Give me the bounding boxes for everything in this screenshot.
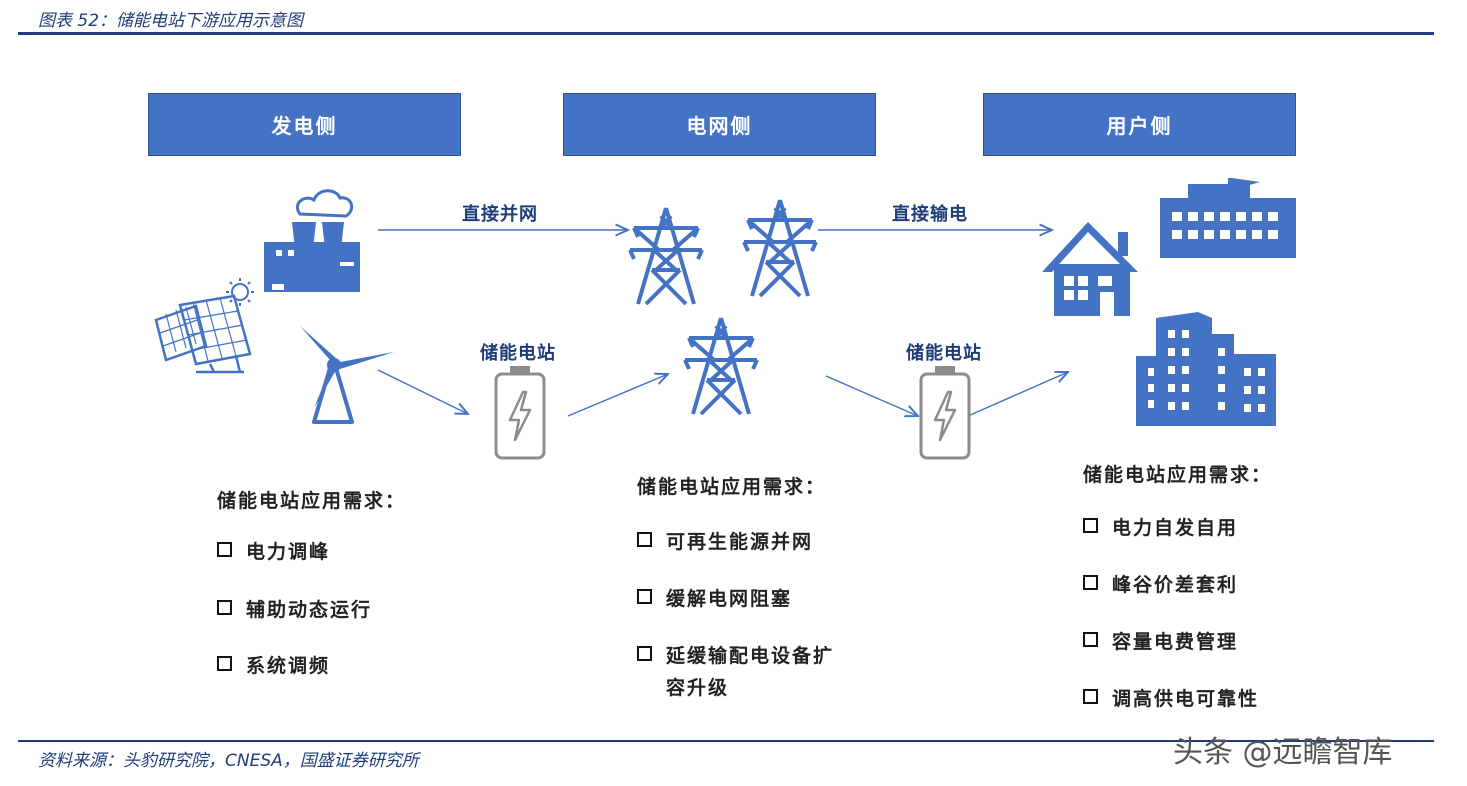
label-storage-station-left: 储能电站	[480, 343, 556, 364]
checkbox-icon	[637, 589, 652, 604]
needs-title-generation: 储能电站应用需求：	[217, 490, 407, 512]
checkbox-icon	[217, 600, 232, 615]
need-item: 延缓输配电设备扩容升级	[637, 640, 867, 704]
arrow-storage-to-grid	[567, 374, 668, 417]
arrow-storage-to-user	[967, 372, 1068, 417]
solar-panel-icon	[154, 294, 252, 374]
checkbox-icon	[1083, 689, 1098, 704]
battery-icon-left	[494, 364, 546, 460]
header-generation-side: 发电侧	[148, 93, 461, 156]
transmission-tower-icon-1	[628, 206, 704, 306]
need-item: 电力调峰	[217, 536, 330, 568]
need-item: 电力自发自用	[1083, 512, 1238, 544]
need-item: 峰谷价差套利	[1083, 569, 1238, 601]
label-storage-station-right: 储能电站	[906, 343, 982, 364]
checkbox-icon	[1083, 575, 1098, 590]
wind-turbine-icon	[300, 326, 394, 424]
checkbox-icon	[637, 532, 652, 547]
need-item: 可再生能源并网	[637, 526, 813, 558]
label-direct-grid: 直接并网	[462, 204, 538, 225]
header-grid-side: 电网侧	[563, 93, 876, 156]
figure-title: 图表 52：储能电站下游应用示意图	[38, 11, 304, 31]
arrow-wind-to-storage	[377, 369, 468, 414]
checkbox-icon	[637, 646, 652, 661]
need-item: 系统调频	[217, 650, 330, 682]
top-rule	[18, 32, 1434, 35]
transmission-tower-icon-3	[683, 316, 759, 416]
sun-icon	[226, 278, 254, 306]
arrow-grid-to-storage	[825, 375, 918, 416]
office-building-icon	[1136, 312, 1276, 426]
need-item: 容量电费管理	[1083, 626, 1238, 658]
watermark: 头条 @远瞻智库	[1173, 735, 1393, 770]
power-plant-icon	[264, 189, 360, 292]
needs-title-user: 储能电站应用需求：	[1083, 464, 1273, 486]
need-item: 辅助动态运行	[217, 594, 372, 626]
house-icon	[1042, 222, 1138, 316]
bottom-rule	[18, 740, 1434, 742]
need-item: 缓解电网阻塞	[637, 583, 792, 615]
need-item: 调高供电可靠性	[1083, 683, 1259, 715]
needs-title-grid: 储能电站应用需求：	[637, 476, 827, 498]
header-user-side: 用户侧	[983, 93, 1296, 156]
factory-icon	[1160, 178, 1296, 258]
label-direct-transmission: 直接输电	[892, 204, 968, 225]
battery-icon-right	[919, 364, 971, 460]
transmission-tower-icon-2	[742, 198, 818, 298]
checkbox-icon	[1083, 518, 1098, 533]
checkbox-icon	[217, 542, 232, 557]
checkbox-icon	[217, 656, 232, 671]
source-note: 资料来源：头豹研究院，CNESA，国盛证券研究所	[38, 751, 419, 771]
checkbox-icon	[1083, 632, 1098, 647]
